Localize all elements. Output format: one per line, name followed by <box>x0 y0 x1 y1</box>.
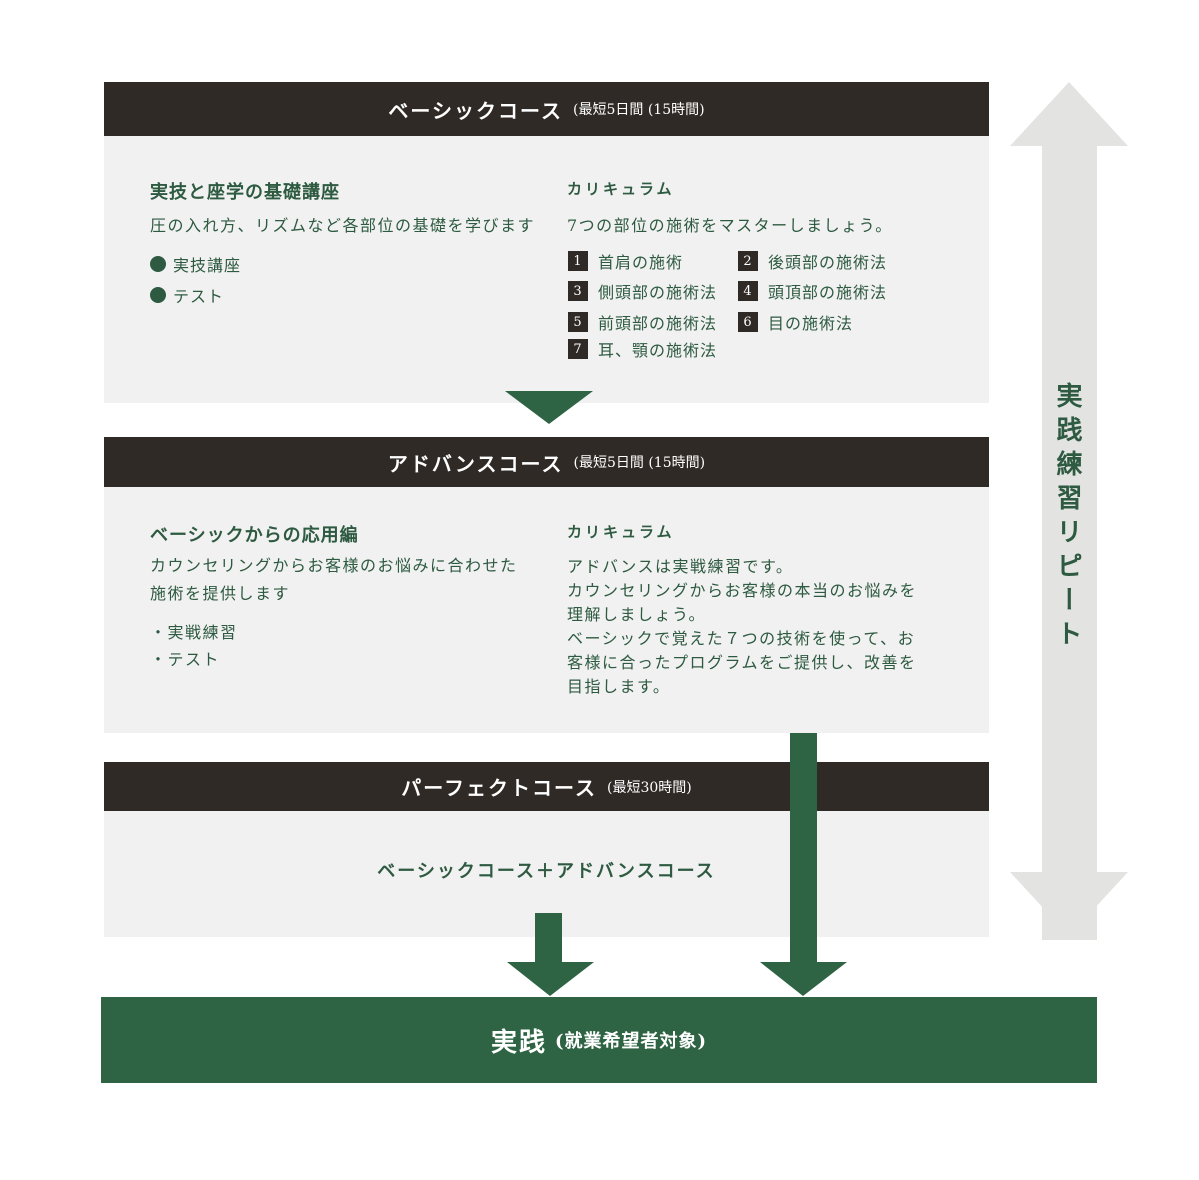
curriculum-item: 1 首肩の施術 <box>568 249 683 273</box>
basic-curriculum-label: カリキュラム <box>567 180 675 198</box>
basic-course-header: ベーシックコース (最短5日間 (15時間) <box>104 82 989 136</box>
repeat-arrow-shaft <box>1042 144 1097 940</box>
curriculum-item: 2 後頭部の施術法 <box>738 249 887 273</box>
advance-course-header: アドバンスコース (最短5日間 (15時間) <box>104 437 989 487</box>
repeat-label: 実践練習リピート <box>1052 382 1082 654</box>
advance-item: ・実戦練習 <box>150 623 238 642</box>
basic-item: 実技講座 <box>150 252 241 276</box>
curriculum-number: 1 <box>568 251 588 271</box>
curriculum-number: 7 <box>568 339 588 359</box>
curriculum-number: 5 <box>568 312 588 332</box>
bullet-dot-icon <box>150 256 166 272</box>
basic-heading: 実技と座学の基礎講座 <box>150 182 340 203</box>
advance-course-panel: ベーシックからの応用編 カウンセリングからお客様のお悩みに合わせた 施術を提供し… <box>104 487 989 733</box>
advance-course-title: アドバンスコース <box>387 451 564 476</box>
advance-course-duration: (最短5日間 (15時間) <box>573 455 706 471</box>
curriculum-item: 6 目の施術法 <box>738 310 853 334</box>
repeat-double-arrow <box>1010 82 1128 940</box>
perfect-course-header: パーフェクトコース (最短30時間) <box>104 762 989 811</box>
curriculum-number: 2 <box>738 251 758 271</box>
advance-curriculum-text: アドバンスは実戦練習です。 カウンセリングからお客様の本当のお悩みを 理解しまし… <box>567 557 918 696</box>
advance-curriculum-label: カリキュラム <box>567 523 675 541</box>
basic-to-advance-arrow <box>505 391 593 424</box>
advance-description-line: カウンセリングからお客様のお悩みに合わせた <box>150 556 518 575</box>
advance-to-practice-arrow <box>760 733 847 996</box>
basic-description: 圧の入れ方、リズムなど各部位の基礎を学びます <box>150 216 536 235</box>
practice-title: 実践 <box>490 1027 547 1058</box>
curriculum-item: 3 側頭部の施術法 <box>568 279 717 303</box>
basic-curriculum-intro: 7つの部位の施術をマスターしましょう。 <box>567 216 893 235</box>
repeat-arrow-up-head <box>1010 82 1128 146</box>
curriculum-item: 7 耳、顎の施術法 <box>568 337 717 361</box>
basic-course-duration: (最短5日間 (15時間) <box>573 102 705 118</box>
bullet-dot-icon <box>150 287 166 303</box>
perfect-course-content: ベーシックコース＋アドバンスコース <box>377 861 716 882</box>
basic-item: テスト <box>150 283 224 307</box>
curriculum-number: 6 <box>738 312 758 332</box>
advance-item: ・テスト <box>150 650 221 669</box>
practice-bar: 実践 (就業希望者対象) <box>101 997 1097 1083</box>
advance-description-line: 施術を提供します <box>150 584 291 603</box>
advance-heading: ベーシックからの応用編 <box>150 525 359 546</box>
curriculum-number: 4 <box>738 281 758 301</box>
basic-course-panel: 実技と座学の基礎講座 圧の入れ方、リズムなど各部位の基礎を学びます 実技講座 テ… <box>104 136 989 403</box>
curriculum-number: 3 <box>568 281 588 301</box>
perfect-to-practice-arrow <box>507 913 594 996</box>
repeat-arrow-down-head <box>1010 872 1128 936</box>
curriculum-item: 5 前頭部の施術法 <box>568 310 717 334</box>
basic-course-title: ベーシックコース <box>388 98 564 123</box>
curriculum-item: 4 頭頂部の施術法 <box>738 279 887 303</box>
perfect-course-duration: (最短30時間) <box>607 779 692 796</box>
practice-subtitle: (就業希望者対象) <box>554 1031 708 1052</box>
perfect-course-title: パーフェクトコース <box>401 776 598 800</box>
